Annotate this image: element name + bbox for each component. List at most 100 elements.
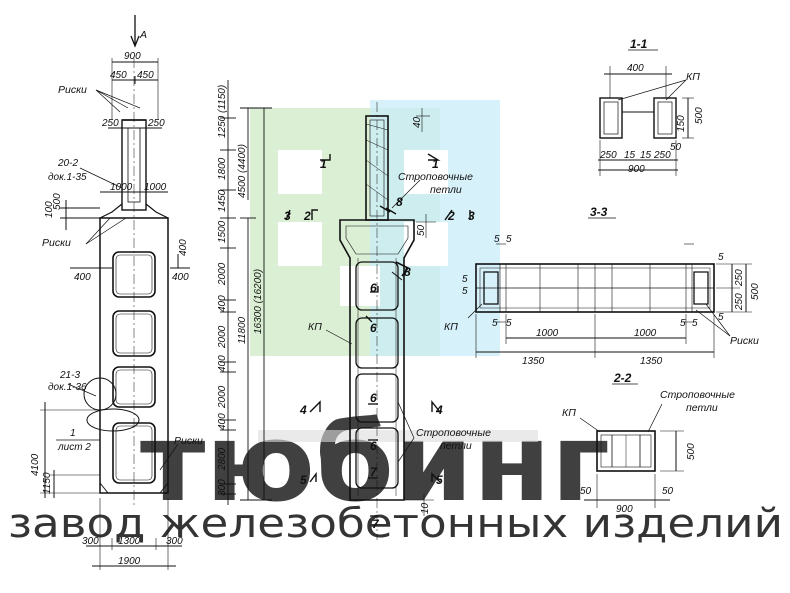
ref-21-3: 21-3 bbox=[59, 370, 80, 381]
section-3-3-title: 3-3 bbox=[590, 205, 608, 219]
section-1-1-dim-15-left: 15 bbox=[624, 150, 636, 161]
center-view bbox=[285, 102, 471, 540]
dim-900-top: 900 bbox=[124, 51, 141, 62]
section-mark-2-left: 2 bbox=[303, 209, 311, 223]
watermark-white-square-3 bbox=[404, 150, 448, 194]
dim-300-right: 300 bbox=[166, 536, 183, 547]
section-1-1-title: 1-1 bbox=[630, 37, 648, 51]
section-1-1-dim-15-right: 15 bbox=[640, 150, 652, 161]
section-1-1-dim-250-right: 250 bbox=[653, 150, 671, 161]
section-1-1-dim-50: 50 bbox=[670, 142, 682, 153]
section-3-3-dim-5-g: 5 bbox=[462, 274, 468, 285]
dim-1150: 1150 bbox=[42, 472, 53, 494]
section-3-3-dim-1000-left: 1000 bbox=[536, 328, 559, 339]
watermark-white-square-1 bbox=[278, 150, 322, 194]
watermark-white-square-2 bbox=[278, 222, 322, 266]
section-mark-2-right: 2 bbox=[447, 209, 455, 223]
dim-450-right: 450 bbox=[137, 70, 154, 81]
section-mark-5-right: 5 bbox=[436, 473, 443, 487]
section-3-3-dim-5-h: 5 bbox=[462, 286, 468, 297]
section-1-1-dim-400: 400 bbox=[627, 63, 644, 74]
section-3-3-dim-5-f: 5 bbox=[692, 318, 698, 329]
section-3-3-dim-5-j: 5 bbox=[718, 312, 724, 323]
section-3-3-risk: Риски bbox=[730, 335, 759, 347]
lifting-loops-bottom-line2: петли bbox=[440, 440, 472, 452]
watermark: тюбинг завод железобетонных изделий bbox=[8, 100, 783, 547]
section-3-3-dim-500: 500 bbox=[750, 283, 761, 300]
section-3-3-dim-5-d: 5 bbox=[506, 318, 512, 329]
chain-dim-7: 2000 bbox=[217, 325, 228, 349]
section-2-2-dim-900: 900 bbox=[616, 504, 633, 515]
section-2-2-drawing bbox=[579, 383, 684, 508]
section-mark-3-left: 3 bbox=[284, 209, 291, 223]
vertical-dimension-chain bbox=[220, 80, 272, 505]
section-3-3-kp: КП bbox=[444, 321, 458, 333]
section-1-1-kp: КП bbox=[686, 71, 700, 83]
center-dim-50: 50 bbox=[416, 224, 427, 236]
chain-dim-2: 1800 bbox=[217, 157, 228, 180]
ref-doc-1-36: док.1-36 bbox=[48, 382, 87, 393]
dim-250-left: 250 bbox=[101, 118, 119, 129]
chain-dim-8: 400 bbox=[217, 355, 228, 372]
section-mark-7-a: 7 bbox=[370, 465, 378, 479]
left-view bbox=[40, 15, 190, 570]
section-3-3-dim-5-c: 5 bbox=[492, 318, 498, 329]
chain-dim-16300: 16300 (16200) bbox=[253, 269, 264, 334]
labels: А 900 450 450 Риски 250 250 20-2 док.1-3… bbox=[30, 29, 761, 567]
section-1-1-drawing bbox=[598, 49, 694, 176]
section-2-2-title: 2-2 bbox=[613, 371, 632, 385]
chain-dim-9: 2000 bbox=[217, 385, 228, 409]
lifting-loops-top-line1: Строповочные bbox=[398, 171, 473, 183]
section-mark-1-right: 1 bbox=[432, 157, 439, 171]
section-mark-6-c: 6 bbox=[370, 391, 377, 405]
section-mark-7-b: 7 bbox=[372, 517, 380, 531]
section-1-1-dim-900: 900 bbox=[628, 164, 645, 175]
ref-list-2: лист 2 bbox=[57, 442, 91, 453]
risk-label-bottom: Риски bbox=[174, 435, 203, 447]
chain-dim-5: 2000 bbox=[217, 262, 228, 286]
chain-dim-3: 1450 bbox=[217, 189, 228, 212]
section-mark-3-right: 3 bbox=[468, 209, 475, 223]
section-3-3-dim-1350-right: 1350 bbox=[640, 356, 663, 367]
center-kp-label: КП bbox=[308, 321, 322, 333]
chain-dim-1: 1250 (1150) bbox=[217, 85, 228, 138]
dim-1900: 1900 bbox=[118, 556, 141, 567]
section-1-1-dim-250-left: 250 bbox=[599, 150, 617, 161]
dim-400-right: 400 bbox=[172, 272, 189, 283]
dim-400-side: 400 bbox=[178, 239, 189, 256]
chain-dim-10: 400 bbox=[217, 413, 228, 430]
chain-dim-12: 300 bbox=[217, 479, 228, 496]
dim-500-left: 500 bbox=[52, 193, 63, 210]
section-mark-6-d: 6 bbox=[370, 439, 377, 453]
lifting-loops-top-line2: петли bbox=[430, 184, 462, 196]
dim-100: 100 bbox=[44, 201, 55, 218]
section-mark-8-top: 8 bbox=[396, 195, 403, 209]
section-mark-5-left: 5 bbox=[300, 473, 307, 487]
chain-dim-4500: 4500 (4400) bbox=[237, 144, 248, 198]
section-mark-8-mid: 8 bbox=[404, 265, 411, 279]
chain-dim-4: 1500 bbox=[217, 220, 228, 243]
section-mark-1-left: 1 bbox=[320, 157, 327, 171]
center-dim-10: 10 bbox=[420, 502, 431, 514]
chain-dim-11800: 11800 bbox=[237, 316, 248, 344]
section-3-3-dim-1000-right: 1000 bbox=[634, 328, 657, 339]
section-1-1-dim-150: 150 bbox=[676, 115, 687, 132]
section-2-2-dim-500: 500 bbox=[686, 443, 697, 460]
lifting-loops-bottom-line1: Строповочные bbox=[416, 427, 491, 439]
section-3-3-drawing bbox=[467, 217, 752, 358]
risk-label-mid: Риски bbox=[42, 237, 71, 249]
dim-300-left: 300 bbox=[82, 536, 99, 547]
ref-20-2: 20-2 bbox=[57, 158, 78, 169]
section-2-2-dim-50-right: 50 bbox=[662, 486, 674, 497]
section-2-2-loops-line1: Строповочные bbox=[660, 389, 735, 401]
dim-1000-right: 1000 bbox=[144, 182, 167, 193]
chain-dim-11: 2800 bbox=[217, 447, 228, 471]
section-3-3-dim-250-bottom: 250 bbox=[734, 293, 745, 311]
dim-1300: 1300 bbox=[118, 536, 141, 547]
section-3-3-dim-5-b: 5 bbox=[506, 234, 512, 245]
chain-dim-6: 400 bbox=[217, 295, 228, 312]
dim-400-left: 400 bbox=[74, 272, 91, 283]
watermark-white-square-5 bbox=[340, 266, 380, 306]
section-3-3-dim-5-e: 5 bbox=[680, 318, 686, 329]
